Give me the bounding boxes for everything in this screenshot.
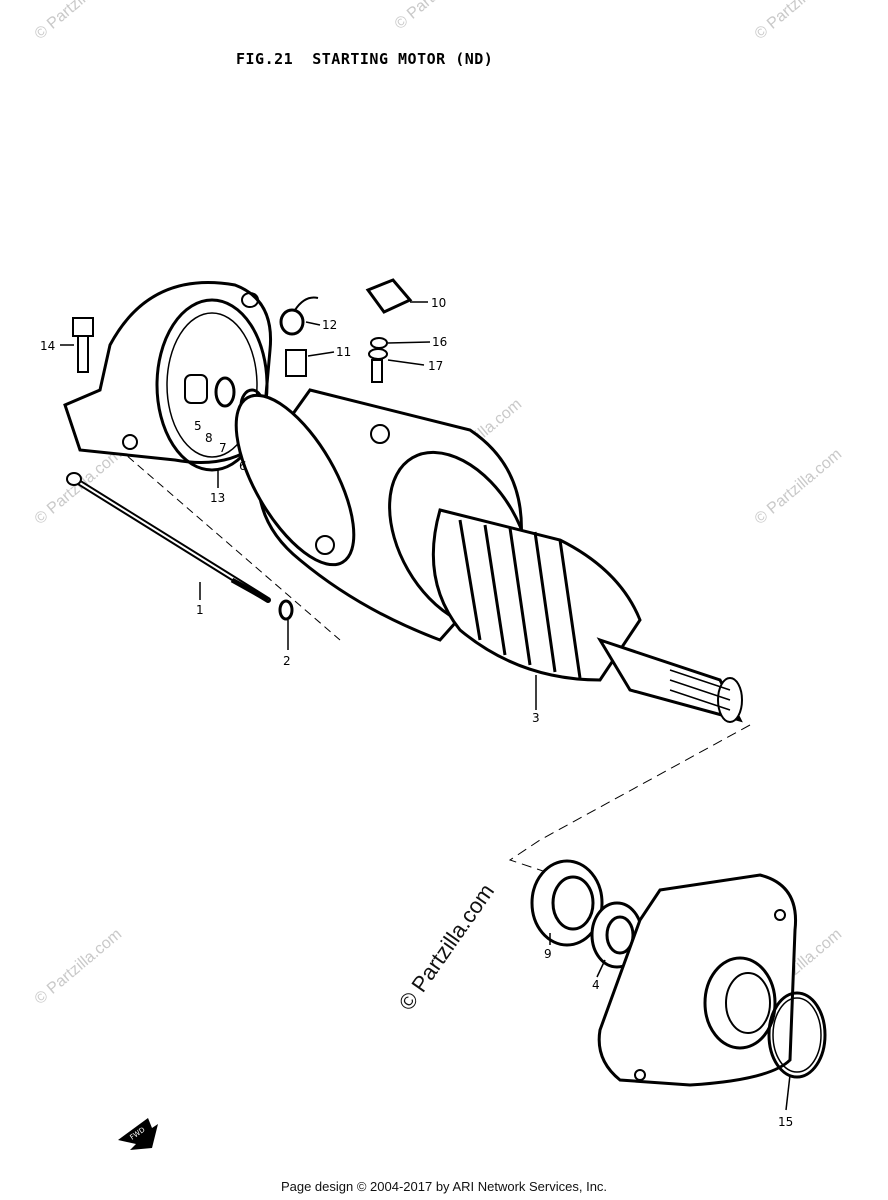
callout-6: 6	[239, 459, 247, 473]
assembly-guide-line	[508, 724, 751, 881]
callout-3: 3	[532, 711, 540, 725]
callout-16: 16	[432, 335, 447, 349]
callout-15: 15	[778, 1115, 793, 1129]
washer-part	[278, 599, 294, 621]
figure-title: FIG.21 STARTING MOTOR (ND)	[236, 50, 494, 68]
forward-arrow-icon: FWD	[118, 1118, 158, 1150]
callout-8: 8	[205, 431, 213, 445]
callout-13: 13	[210, 491, 225, 505]
front-end-cover-part	[597, 873, 798, 1087]
bearing-part	[530, 859, 604, 947]
callout-10: 10	[431, 296, 446, 310]
callout-4: 4	[592, 978, 600, 992]
watermark-text: © Partzilla.com	[752, 0, 846, 43]
brush-spring-part	[279, 308, 305, 336]
brush-part	[285, 349, 307, 377]
callout-leaders	[60, 301, 791, 1111]
rear-end-cover-part	[63, 281, 273, 472]
callout-12: 12	[322, 318, 337, 332]
exploded-parts-diagram: © Partzilla.com © Partzilla.com © Partzi…	[32, 0, 846, 1150]
partzilla-watermark: © Partzilla.com	[394, 879, 500, 1015]
watermark-text: © Partzilla.com	[392, 0, 486, 33]
armature-part	[431, 508, 743, 723]
assembly-guide-line	[117, 447, 341, 641]
terminal-nut-part	[368, 337, 388, 383]
watermark-text: © Partzilla.com	[32, 0, 126, 43]
callout-5: 5	[194, 419, 202, 433]
page-footer: Page design © 2004-2017 by ARI Network S…	[280, 1179, 608, 1194]
callout-17: 17	[428, 359, 443, 373]
callout-7: 7	[219, 441, 227, 455]
watermark-text: © Partzilla.com	[32, 926, 126, 1008]
callout-2: 2	[283, 654, 291, 668]
o-ring-part	[767, 991, 827, 1079]
callout-numbers: 1 2 3 4 5 6 7 8 9 10 11 12 13 14 15 16 1…	[40, 296, 793, 1129]
terminal-cap-part	[365, 278, 413, 314]
cover-bolt-part	[72, 317, 94, 373]
watermark-text: © Partzilla.com	[752, 446, 846, 528]
callout-14: 14	[40, 339, 55, 353]
callout-9: 9	[544, 947, 552, 961]
callout-11: 11	[336, 345, 351, 359]
long-bolt-part	[66, 472, 271, 603]
watermark-text: © Partzilla.com	[32, 446, 126, 528]
callout-1: 1	[196, 603, 204, 617]
